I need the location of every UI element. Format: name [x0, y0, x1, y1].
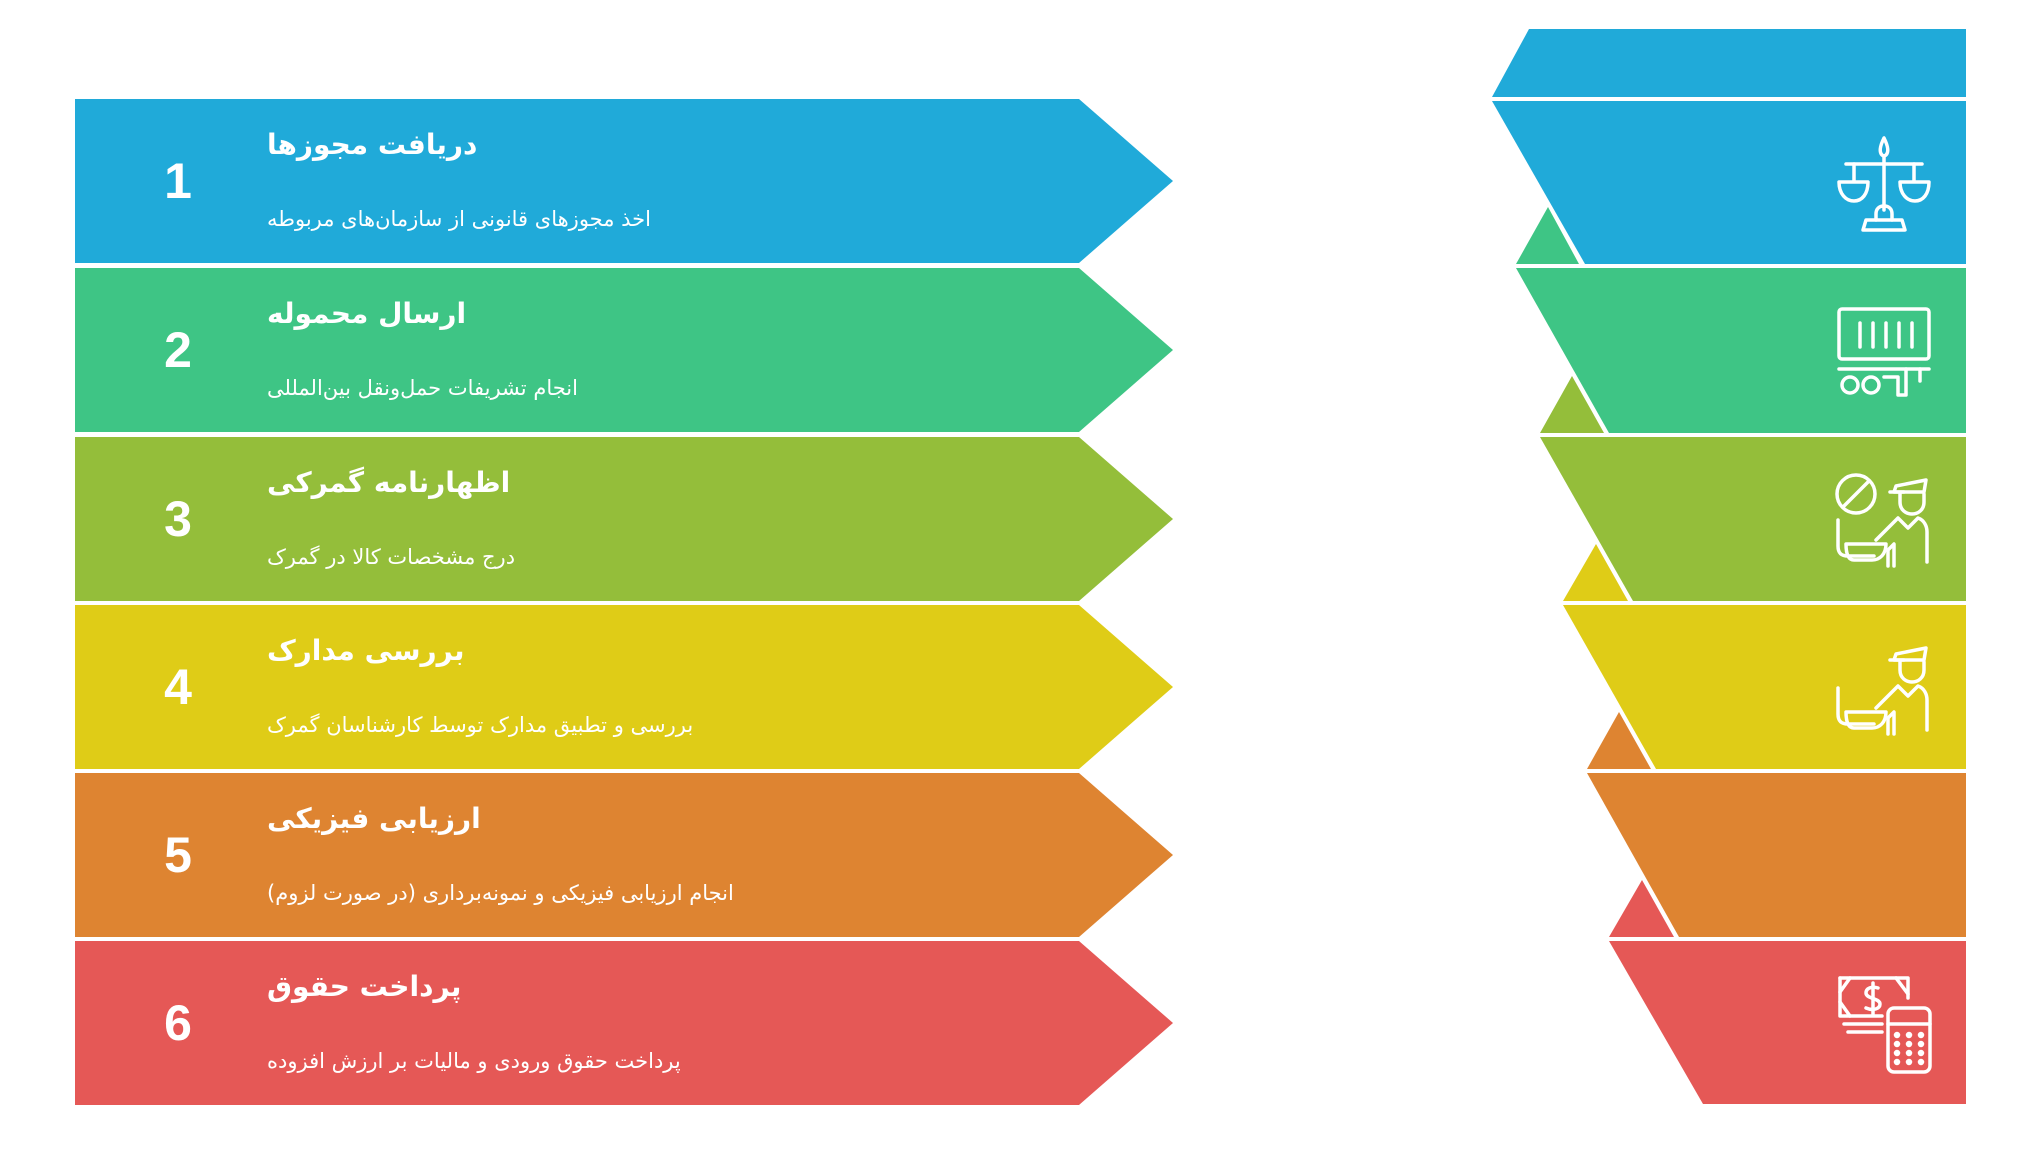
step-number: 3: [164, 491, 192, 547]
step-arrow-shape: [75, 773, 1173, 937]
step-title: بررسی مدارک: [267, 634, 465, 667]
step-number: 5: [164, 827, 192, 883]
money-calculator-icon: [1838, 976, 1932, 1074]
step-arrow-shape: [75, 941, 1173, 1105]
ribbon-top-strip: [1492, 29, 1966, 97]
step-description: درج مشخصات کالا در گمرک: [267, 545, 516, 569]
customs-officer-icon: [1836, 646, 1929, 736]
ribbon-fold-triangle-6: [1609, 880, 1674, 937]
ribbon-fold-triangle-4: [1563, 544, 1628, 601]
ribbon-band-6: [1609, 941, 1966, 1104]
ribbon-fold-triangle-3: [1540, 376, 1604, 433]
step-title: اظهارنامه گمرکی: [267, 466, 511, 499]
step-1: 1 دریافت مجوزها اخذ مجوزهای قانونی از سا…: [75, 99, 1173, 263]
scales-of-justice-icon: [1837, 136, 1931, 232]
ribbon-band-1: [1492, 101, 1966, 264]
customs-officer-prohibited-icon: [1835, 473, 1929, 568]
step-description: اخذ مجوزهای قانونی از سازمان‌های مربوطه: [267, 207, 651, 231]
step-description: بررسی و تطبیق مدارک توسط کارشناسان گمرک: [267, 713, 694, 737]
step-5: 5 ارزیابی فیزیکی انجام ارزیابی فیزیکی و …: [75, 773, 1173, 937]
step-number: 6: [164, 995, 192, 1051]
step-number: 4: [164, 659, 192, 715]
step-arrow-shape: [75, 268, 1173, 432]
step-arrow-shape: [75, 99, 1173, 263]
step-title: ارسال محموله: [267, 297, 467, 330]
step-number: 1: [164, 153, 192, 209]
ribbon-fold-triangle-5: [1587, 712, 1651, 769]
step-title: دریافت مجوزها: [267, 128, 478, 161]
ribbon-fold-triangle-2: [1516, 207, 1579, 264]
step-title: پرداخت حقوق: [267, 970, 462, 1003]
step-description: پرداخت حقوق ورودی و مالیات بر ارزش افزود…: [267, 1049, 681, 1073]
ribbon-band-5: [1587, 773, 1966, 937]
step-4: 4 بررسی مدارک بررسی و تطبیق مدارک توسط ک…: [75, 605, 1173, 769]
step-arrow-shape: [75, 437, 1173, 601]
cargo-container-icon: [1837, 307, 1931, 397]
step-number: 2: [164, 322, 192, 378]
step-description: انجام ارزیابی فیزیکی و نمونه‌برداری (در …: [267, 881, 734, 905]
step-title: ارزیابی فیزیکی: [267, 802, 481, 835]
step-2: 2 ارسال محموله انجام تشریفات حمل‌ونقل بی…: [75, 268, 1173, 432]
step-6: 6 پرداخت حقوق پرداخت حقوق ورودی و مالیات…: [75, 941, 1173, 1105]
step-description: انجام تشریفات حمل‌ونقل بین‌المللی: [267, 376, 578, 400]
step-3: 3 اظهارنامه گمرکی درج مشخصات کالا در گمر…: [75, 437, 1173, 601]
step-arrow-shape: [75, 605, 1173, 769]
